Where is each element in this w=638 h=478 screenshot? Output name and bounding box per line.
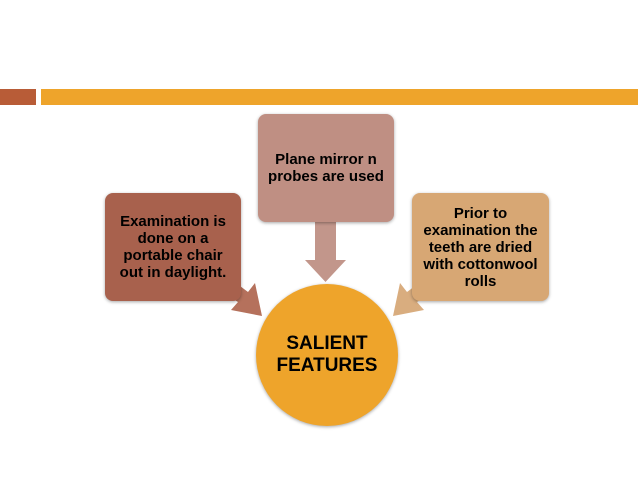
feature-label: Plane mirror n probes are used (268, 151, 384, 185)
center-node-salient-features: SALIENT FEATURES (256, 284, 398, 426)
feature-box-teeth-dried: Prior to examination the teeth are dried… (412, 193, 549, 301)
header-accent-bar-left (0, 89, 36, 105)
feature-box-portable-chair: Examination is done on a portable chair … (105, 193, 241, 301)
feature-box-mirror-probes: Plane mirror n probes are used (258, 114, 394, 222)
header-accent-bar (41, 89, 638, 105)
center-label: SALIENT FEATURES (276, 333, 378, 376)
feature-label: Prior to examination the teeth are dried… (423, 204, 538, 290)
feature-label: Examination is done on a portable chair … (119, 213, 227, 281)
arrow-down (305, 222, 346, 282)
